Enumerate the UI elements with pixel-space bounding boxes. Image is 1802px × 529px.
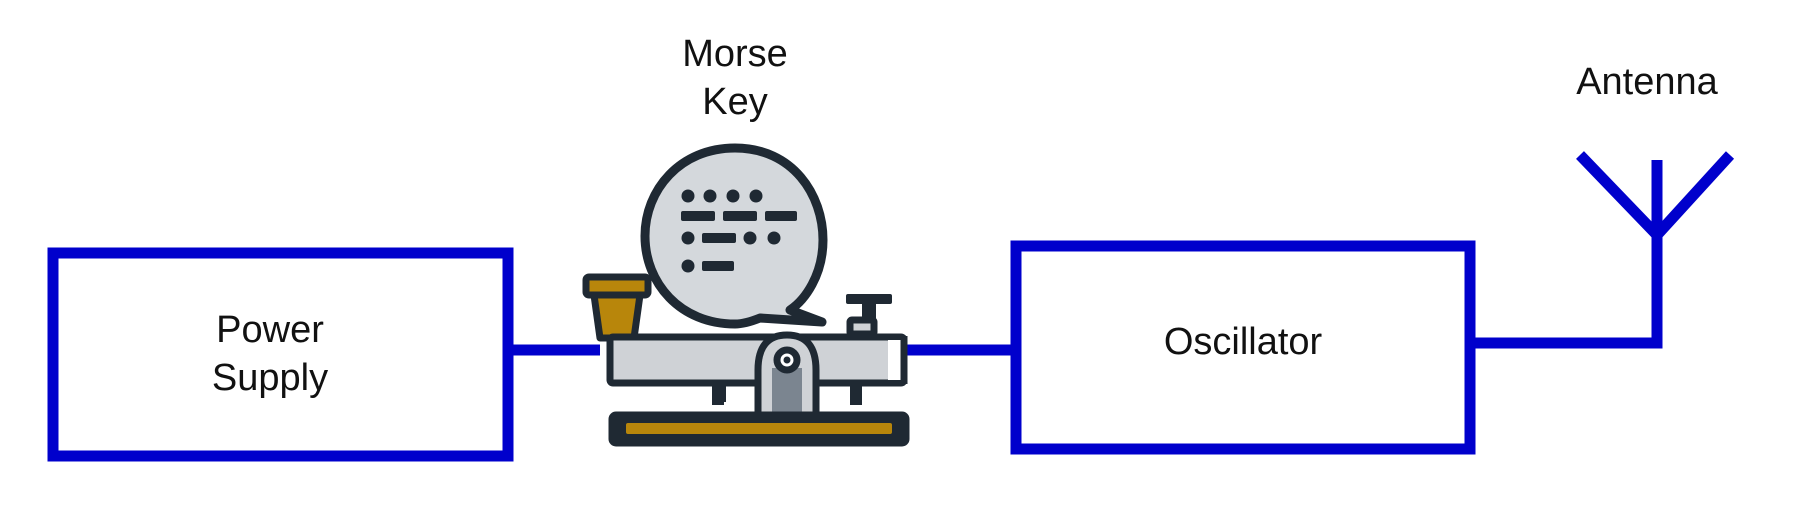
morse-code-speech-bubble-icon [640, 143, 828, 329]
telegraph-key-icon [582, 273, 910, 447]
wire-oscillator-to-antenna [1470, 235, 1663, 349]
morse-key-label-line1: Morse [682, 33, 788, 75]
power-supply-label-line1: Power [216, 309, 324, 351]
antenna-label-text: Antenna [1576, 61, 1718, 103]
antenna-label: Antenna [1547, 58, 1747, 106]
power-supply-label: Power Supply [170, 306, 370, 402]
power-supply-block [47, 247, 514, 462]
oscillator-label-text: Oscillator [1163, 321, 1323, 363]
power-supply-label-line2: Supply [211, 357, 329, 399]
morse-key-label: Morse Key [635, 30, 835, 126]
oscillator-block [1010, 240, 1476, 455]
oscillator-label: Oscillator [1143, 318, 1343, 366]
antenna-icon [1576, 151, 1735, 240]
morse-key-label-line2: Key [702, 81, 768, 123]
